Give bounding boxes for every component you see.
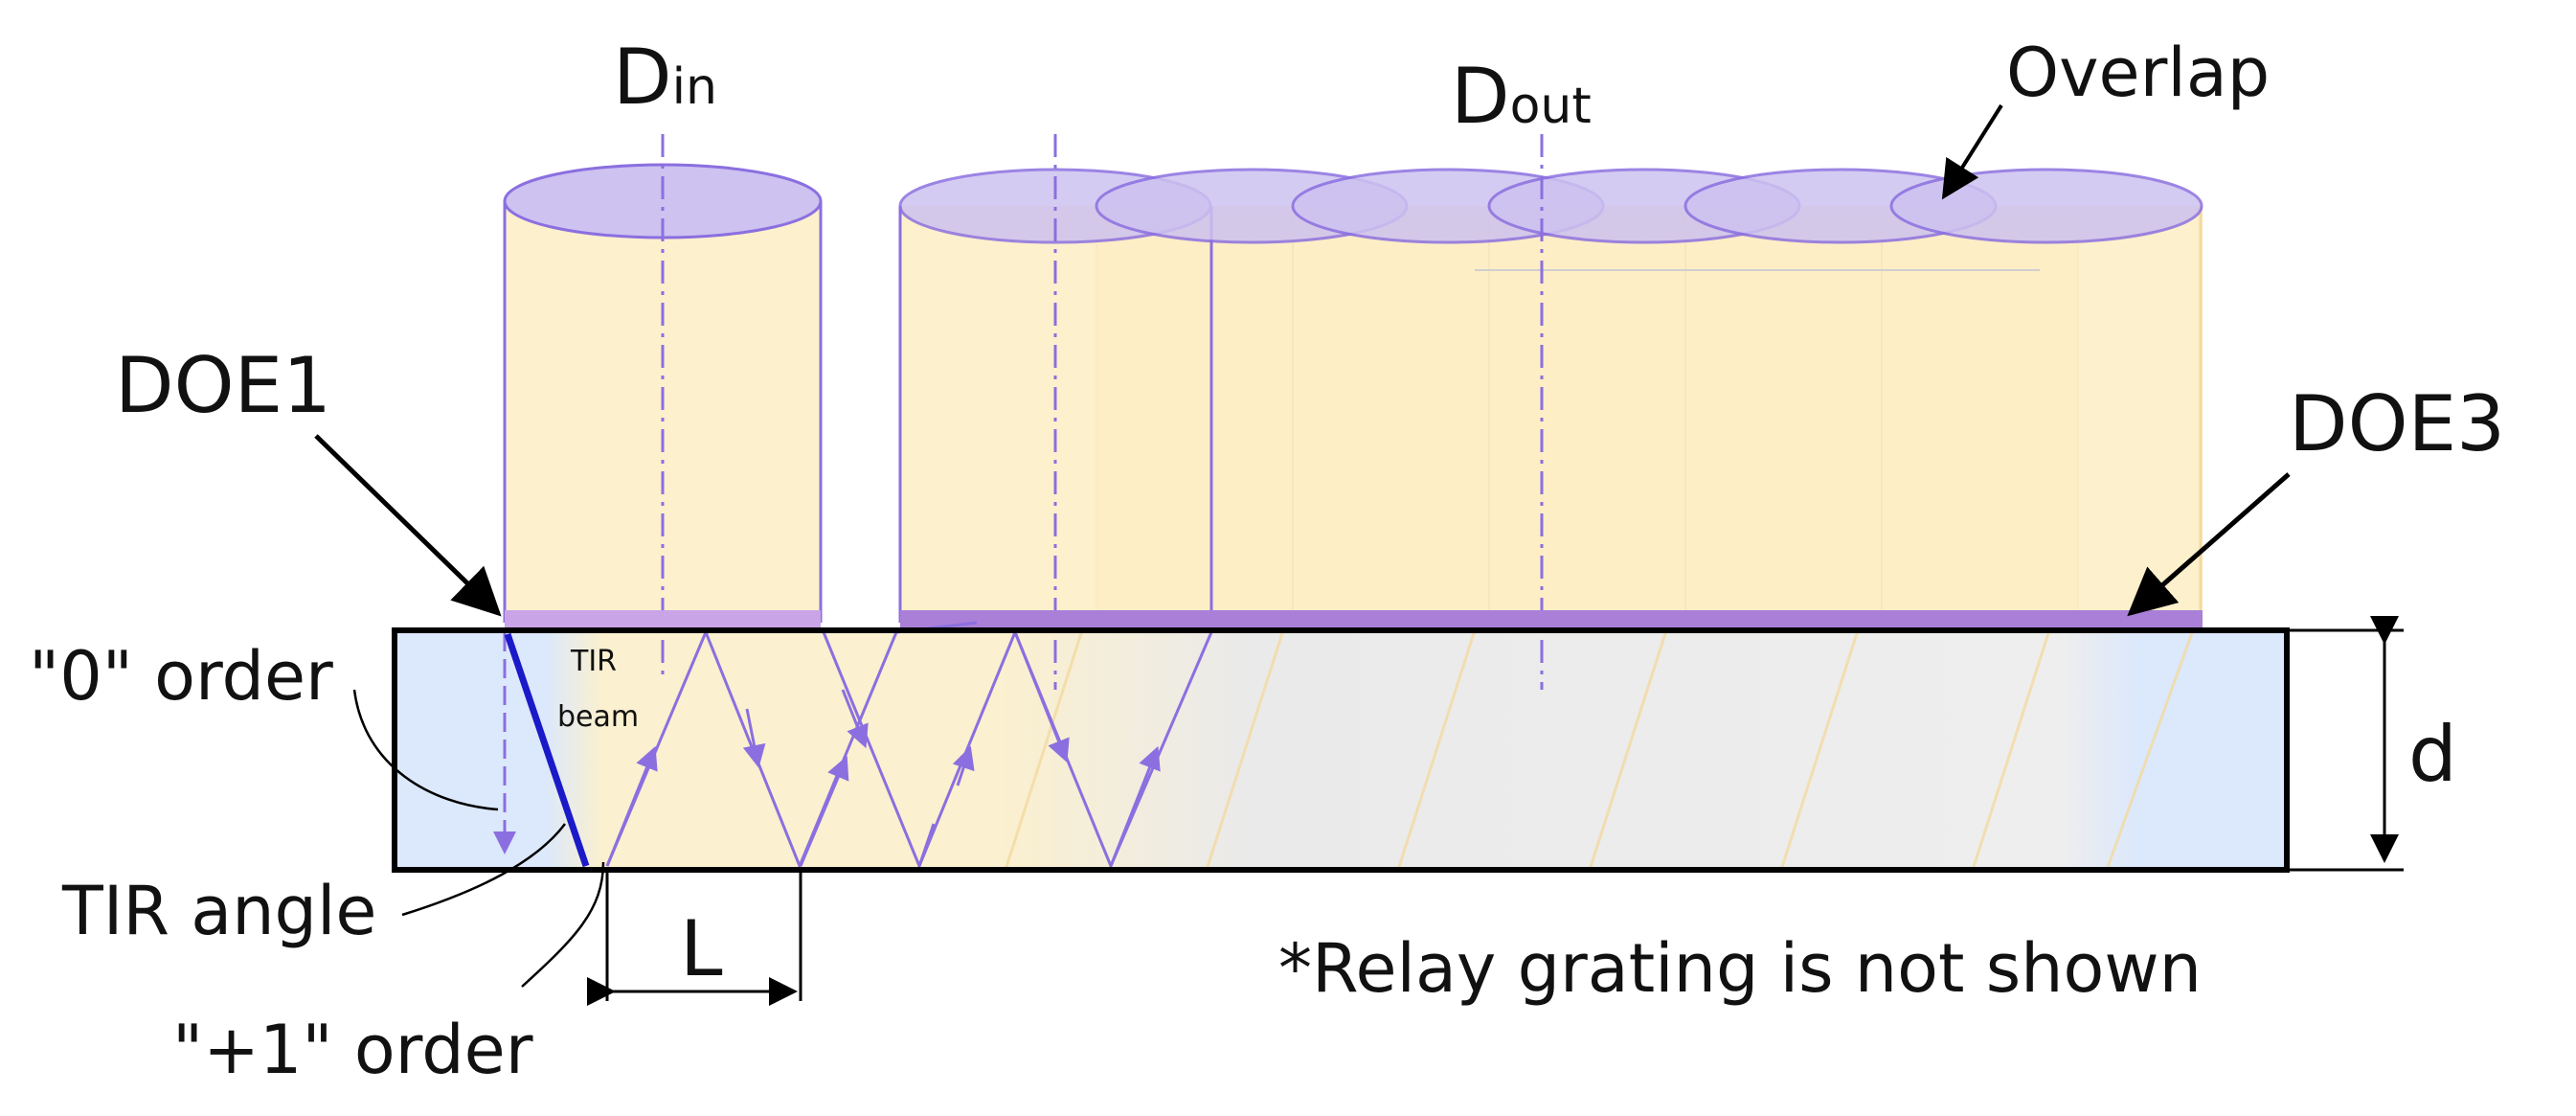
doe1-grating <box>505 610 821 627</box>
plus-one-order-label: "+1" order <box>172 1011 533 1089</box>
zero-order-label: "0" order <box>29 637 333 716</box>
doe3-arrow <box>2127 472 2291 617</box>
tir-angle-leader <box>401 823 566 917</box>
output-beam-cylinders <box>898 134 2203 690</box>
plus-one-order-leader <box>521 861 605 988</box>
input-beam-cylinder <box>503 134 823 680</box>
d-label: d <box>2408 710 2457 799</box>
d-in-label: Din <box>613 33 717 122</box>
waveguide <box>395 629 2287 871</box>
doe3-grating <box>900 610 2203 627</box>
relay-grating-note: *Relay grating is not shown <box>1278 929 2202 1008</box>
l-label: L <box>680 904 723 993</box>
zero-order-leader <box>352 689 499 811</box>
tir-angle-ray <box>504 632 590 868</box>
l-dimension <box>587 870 802 1006</box>
d-dimension <box>2287 616 2404 872</box>
tir-angle-label: TIR angle <box>61 872 377 950</box>
waveguide-outline <box>392 627 2290 873</box>
doe3-label: DOE3 <box>2289 379 2505 468</box>
overlap-arrow <box>1941 103 2003 200</box>
doe1-label: DOE1 <box>115 341 331 430</box>
d-out-label: Dout <box>1451 52 1592 141</box>
overlap-label: Overlap <box>2006 34 2270 112</box>
tir-beam-label-1: TIR <box>570 645 617 678</box>
doe1-arrow <box>314 434 502 617</box>
tir-beam-label-2: beam <box>557 700 639 734</box>
outcoupled-stripes <box>1004 629 2195 871</box>
